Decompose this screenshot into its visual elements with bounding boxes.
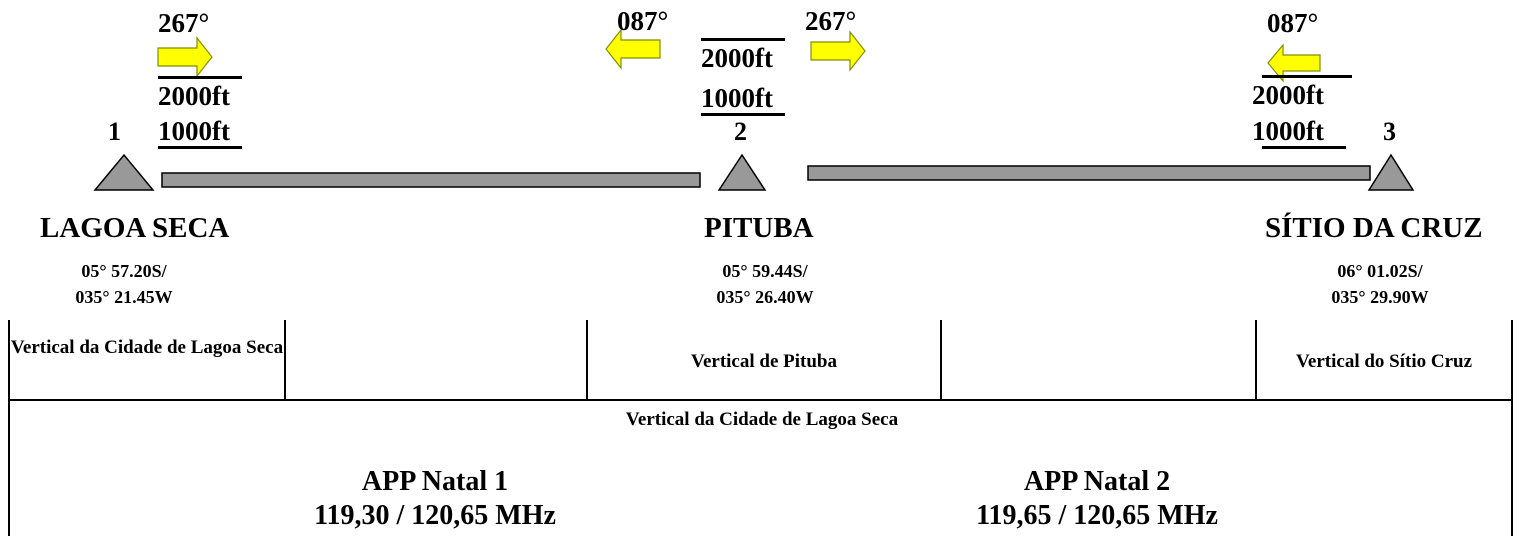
table-divider <box>586 320 588 400</box>
waypoint-3-lon: 035° 29.90W <box>1331 287 1429 307</box>
leg-1-heading: 267° <box>158 8 210 38</box>
waypoint-3-number: 3 <box>1383 117 1396 146</box>
waypoint-1-triangle <box>93 153 155 191</box>
leg-bar-2 <box>807 165 1371 181</box>
table-row-divider <box>8 399 1513 401</box>
leg-bar-1 <box>161 172 701 188</box>
app-natal-1: APP Natal 1 119,30 / 120,65 MHz <box>260 465 610 533</box>
waypoint-3-coordinates: 06° 01.02S/ 035° 29.90W <box>1310 258 1450 310</box>
leg-4-divider <box>1262 75 1352 78</box>
waypoint-2-name: PITUBA <box>704 212 814 244</box>
leg-4-upper-alt: 2000ft <box>1252 80 1324 110</box>
waypoint-1-number: 1 <box>108 117 121 146</box>
leg-3-heading: 267° <box>805 6 857 36</box>
app-natal-2-frequency: 119,65 / 120,65 MHz <box>976 500 1218 531</box>
waypoint-3-name: SÍTIO DA CRUZ <box>1265 212 1483 244</box>
leg-4-heading: 087° <box>1267 8 1319 38</box>
table-cell-lagoa-seca: Vertical da Cidade de Lagoa Seca <box>10 337 284 358</box>
table-border-right <box>1511 320 1513 536</box>
waypoint-1-coordinates: 05° 57.20S/ 035° 21.45W <box>64 258 184 310</box>
arrow-right-icon <box>157 36 213 78</box>
table-divider <box>284 320 286 400</box>
table-cell-pituba: Vertical de Pituba <box>690 351 837 372</box>
leg-4-lower-alt: 1000ft <box>1252 116 1324 146</box>
waypoint-3-lat: 06° 01.02S/ <box>1337 261 1423 281</box>
leg-1-lower-alt: 1000ft <box>158 116 242 149</box>
table-divider <box>1255 320 1257 400</box>
leg-4-underline <box>1262 146 1346 149</box>
arrow-right-icon <box>810 30 866 72</box>
app-natal-1-name: APP Natal 1 <box>361 466 509 497</box>
table-divider <box>940 320 942 400</box>
waypoint-1-name: LAGOA SECA <box>40 212 230 244</box>
table-border-left <box>8 320 10 536</box>
waypoint-2-lat: 05° 59.44S/ <box>722 261 808 281</box>
waypoint-2-number: 2 <box>734 117 747 146</box>
table-cell-sitio-cruz: Vertical do Sítio Cruz <box>1295 351 1473 372</box>
leg-1-upper-alt: 2000ft <box>158 76 242 111</box>
pituba-lower-alt: 1000ft <box>701 83 785 116</box>
waypoint-1-lat: 05° 57.20S/ <box>81 261 167 281</box>
app-natal-2: APP Natal 2 119,65 / 120,65 MHz <box>922 465 1272 533</box>
table-row2-title: Vertical da Cidade de Lagoa Seca <box>625 409 899 430</box>
waypoint-3-triangle <box>1367 153 1415 191</box>
arrow-left-icon <box>1267 43 1321 83</box>
app-natal-2-name: APP Natal 2 <box>1023 466 1171 497</box>
waypoint-2-triangle <box>717 153 767 191</box>
pituba-upper-alt: 2000ft <box>701 38 785 73</box>
waypoint-2-lon: 035° 26.40W <box>716 287 814 307</box>
leg-2-heading: 087° <box>617 6 669 36</box>
waypoint-2-coordinates: 05° 59.44S/ 035° 26.40W <box>690 258 840 310</box>
waypoint-1-lon: 035° 21.45W <box>75 287 173 307</box>
arrow-left-icon <box>605 28 661 70</box>
app-natal-1-frequency: 119,30 / 120,65 MHz <box>314 500 556 531</box>
